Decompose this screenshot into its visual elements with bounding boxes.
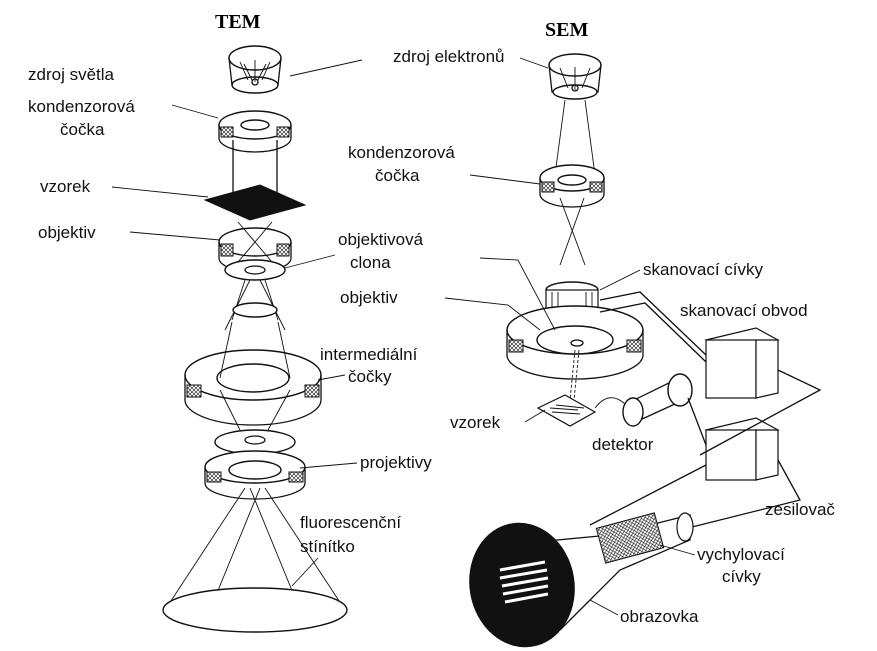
- tem-label-light-source: zdroj světla: [28, 65, 115, 84]
- sem-label-objective: objektiv: [340, 288, 398, 307]
- tem-label-projector: projektivy: [360, 453, 432, 472]
- sem-label-condenser-2: čočka: [375, 166, 420, 185]
- sem-crt-display: [460, 513, 693, 651]
- sem-leader-source-tem: [290, 60, 362, 76]
- tem-label-condenser: kondenzorová: [28, 97, 135, 116]
- sem-scan-circuit-box: [706, 328, 778, 398]
- sem-beam-2: [560, 198, 585, 265]
- tem-small-lens: [233, 303, 277, 317]
- tem-projector-lens: [205, 451, 305, 499]
- sem-label-aperture-2: clona: [350, 253, 391, 272]
- tem-electron-gun: [229, 46, 281, 93]
- tem-label-intermediate: intermediální: [320, 345, 418, 364]
- sem-label-specimen: vzorek: [450, 413, 501, 432]
- sem-label-deflection: vychylovací: [697, 545, 785, 564]
- sem-label-scan-coils: skanovací cívky: [643, 260, 763, 279]
- sem-label-crt: obrazovka: [620, 607, 699, 626]
- tem-fluorescent-screen: [163, 588, 347, 632]
- sem-amplifier-box: [706, 418, 778, 480]
- tem-label-screen: fluorescenční: [300, 513, 401, 532]
- tem-label-objective: objektiv: [38, 223, 96, 242]
- tem-leader-objective: [130, 232, 220, 240]
- tem-label-screen-2: stínítko: [300, 537, 355, 556]
- sem-label-scan-circuit: skanovací obvod: [680, 301, 808, 320]
- sem-leader-scan-coils: [600, 270, 640, 290]
- sem-beam-3: [570, 350, 579, 400]
- tem-leader-intermediate: [318, 375, 345, 380]
- sem-objective-lens: [507, 306, 643, 379]
- sem-label-aperture: objektivová: [338, 230, 424, 249]
- tem-label-condenser-2: čočka: [60, 120, 105, 139]
- sem-label-condenser: kondenzorová: [348, 143, 455, 162]
- sem-leader-crt: [590, 600, 618, 615]
- sem-condenser-lens: [540, 165, 604, 207]
- tem-objective-lens: [219, 222, 291, 280]
- sem-column: SEM: [285, 19, 835, 651]
- tem-leader-specimen: [112, 187, 208, 197]
- sem-specimen: [538, 395, 595, 426]
- tem-leader-projector: [300, 463, 357, 468]
- sem-label-deflection-2: cívky: [722, 567, 761, 586]
- sem-beam-1: [555, 100, 595, 175]
- sem-electron-gun: [549, 54, 601, 99]
- tem-label-intermediate-2: čočky: [348, 367, 392, 386]
- sem-wire-detector: [688, 398, 706, 445]
- tem-leader-condenser: [172, 105, 218, 118]
- tem-title: TEM: [215, 11, 261, 33]
- tem-intermediate-lens: [185, 322, 321, 425]
- sem-detector: [595, 374, 692, 426]
- sem-leader-specimen: [525, 410, 545, 422]
- tem-column: TEM: [28, 11, 432, 632]
- sem-leader-source: [520, 58, 548, 68]
- sem-leader-aperture-tem: [285, 255, 335, 268]
- sem-label-electron-source: zdroj elektronů: [393, 47, 505, 66]
- sem-label-detector: detektor: [592, 435, 654, 454]
- sem-title: SEM: [545, 19, 588, 41]
- tem-label-specimen: vzorek: [40, 177, 91, 196]
- tem-condenser-lens: [219, 111, 291, 152]
- tem-specimen: [205, 185, 305, 220]
- sem-label-amplifier: zesilovač: [765, 500, 835, 519]
- tem-leader-screen: [292, 558, 318, 586]
- sem-leader-condenser: [470, 175, 540, 184]
